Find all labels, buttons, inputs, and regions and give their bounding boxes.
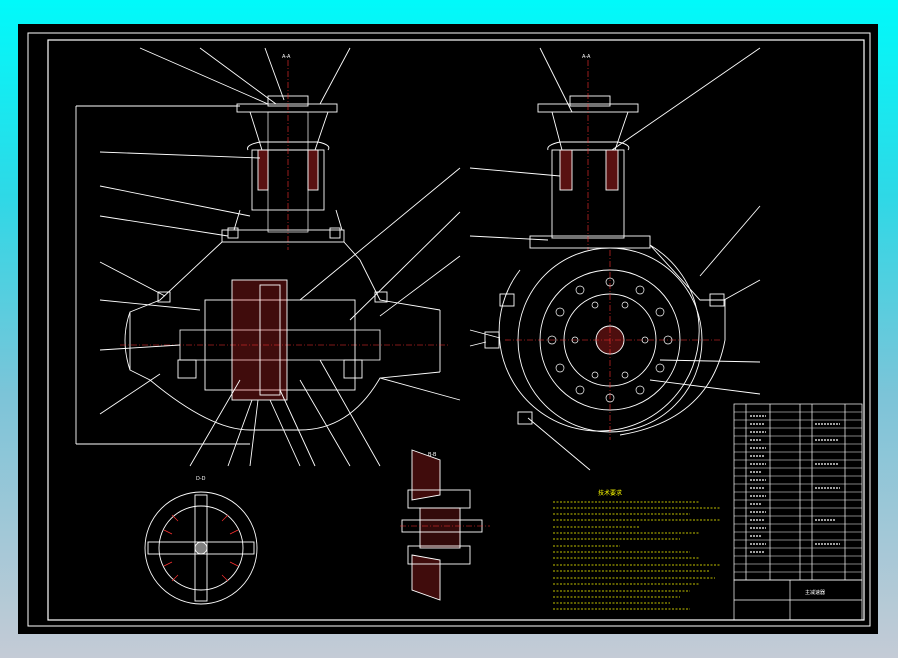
section-label-dd: D-D: [196, 476, 206, 482]
section-label-aa: A-A: [282, 54, 291, 60]
gear-section-view: [400, 449, 490, 601]
side-view: [469, 47, 761, 471]
main-section-view: [75, 47, 461, 467]
tech-requirements-notes: [553, 501, 720, 610]
spider-view: [144, 491, 258, 605]
parts-list-text: [750, 415, 840, 553]
tech-requirements-title: 技术要求: [598, 489, 622, 497]
parts-list: [733, 403, 863, 621]
section-label-aa-right: A-A: [582, 54, 591, 60]
outer-border: [27, 32, 871, 627]
title-block-name: 主减速器: [805, 589, 825, 596]
inner-border: [47, 39, 865, 621]
section-label-bb: B-B: [428, 452, 437, 458]
